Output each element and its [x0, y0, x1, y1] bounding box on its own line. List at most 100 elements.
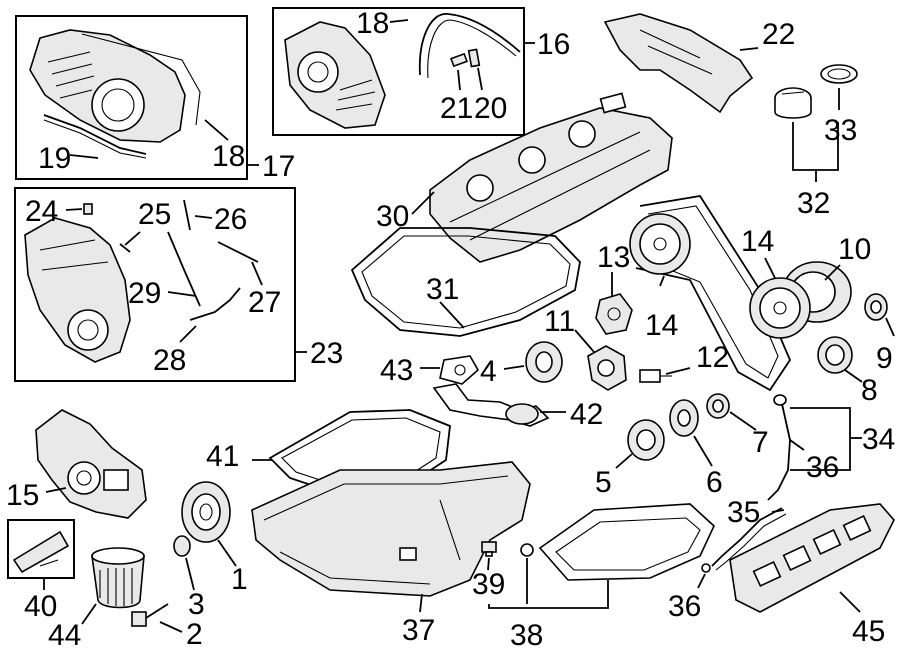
gasket-27: [217, 241, 259, 263]
timing-belt: [635, 195, 792, 392]
leader-35: [771, 509, 785, 513]
leader-7: [729, 411, 757, 431]
crank-pulley-1: [181, 481, 231, 543]
box-timing-cover-rear: [272, 7, 525, 136]
seal-8: [817, 336, 853, 374]
box-timing-cover-lower: [14, 187, 296, 382]
callout-14a: 14: [645, 309, 678, 342]
callout-5: 5: [595, 466, 612, 499]
callout-28: 28: [153, 344, 186, 377]
gasket-28: [189, 287, 241, 321]
callout-38: 38: [510, 619, 543, 652]
leader-15: [45, 487, 67, 493]
valve-cover-gasket-31: [350, 227, 581, 337]
seal-33-inner: [827, 68, 851, 80]
callout-9: 9: [876, 342, 893, 375]
leader-11: [574, 329, 595, 353]
leader-4: [503, 365, 525, 370]
tensioner-11: [587, 345, 627, 391]
leader-26: [194, 215, 213, 219]
leader-12: [665, 367, 691, 375]
callout-41: 41: [206, 440, 239, 473]
callout-22: 22: [762, 18, 795, 51]
callout-3: 3: [188, 588, 205, 621]
leader-19: [69, 154, 99, 159]
callout-7: 7: [752, 426, 769, 459]
box-sealant: [7, 519, 75, 579]
washer-3: [173, 535, 191, 557]
sprocket-5: [627, 419, 665, 461]
callout-6: 6: [706, 466, 723, 499]
callout-31: 31: [426, 273, 459, 306]
callout-20: 20: [474, 92, 507, 125]
washer-38: [520, 543, 534, 557]
callout-43: 43: [380, 354, 413, 387]
rear-timing-cover: [284, 21, 386, 129]
drain-plug-39: [481, 541, 497, 557]
callout-18b: 18: [356, 7, 389, 40]
leader-36b: [789, 439, 805, 451]
pulley-14b: [749, 277, 811, 339]
clip-24: [83, 203, 93, 215]
leader-3: [185, 557, 195, 591]
leader-25: [124, 231, 141, 246]
sensor-13: [595, 293, 633, 335]
callout-25: 25: [138, 198, 171, 231]
idler-4: [525, 341, 563, 383]
leader-30: [411, 191, 435, 215]
callout-34: 34: [862, 423, 895, 456]
leader-29: [167, 291, 197, 297]
leader-20-21: [457, 67, 483, 91]
bolt-12: [639, 369, 672, 383]
gasket-strip-19: [43, 114, 147, 159]
leader-24: [65, 208, 83, 211]
leader-2: [159, 621, 183, 633]
callout-13: 13: [597, 241, 630, 274]
leader-31: [439, 301, 465, 329]
callout-40: 40: [24, 590, 57, 623]
callout-29: 29: [128, 277, 161, 310]
leader-9: [885, 317, 895, 337]
callout-32: 32: [797, 187, 830, 220]
callout-4: 4: [480, 355, 497, 388]
callout-45: 45: [852, 615, 885, 648]
sealant-tube-40: [12, 530, 70, 574]
upper-timing-cover: [29, 29, 201, 143]
leader-8: [844, 369, 863, 383]
seal-21: [450, 52, 468, 68]
leader-5: [615, 453, 633, 469]
bracket-34: [790, 407, 851, 471]
callout-33: 33: [824, 114, 857, 147]
callout-21: 21: [440, 92, 473, 125]
callout-1: 1: [231, 563, 248, 596]
callout-18a: 18: [212, 140, 245, 173]
callout-8: 8: [861, 374, 878, 407]
callout-19: 19: [38, 142, 71, 175]
gasket-43: [439, 355, 480, 385]
callout-16: 16: [537, 28, 570, 61]
callout-39: 39: [472, 568, 505, 601]
oil-pan-37: [251, 461, 531, 597]
callout-24: 24: [25, 195, 58, 228]
bushing-9: [864, 293, 888, 321]
gasket-29: [167, 231, 201, 307]
bolt-2: [131, 603, 169, 627]
valve-cover-30: [429, 92, 673, 263]
bracket-38: [488, 580, 609, 609]
dipstick-34: [767, 394, 791, 501]
callout-12: 12: [696, 341, 729, 374]
lower-oil-pan: [538, 503, 715, 581]
leader-22: [739, 47, 759, 51]
seal-33: [820, 64, 858, 84]
pulley-14a: [629, 213, 691, 275]
clip-25: [119, 243, 131, 253]
bracket-22: [603, 13, 754, 114]
oring-36: [701, 563, 711, 573]
callout-23: 23: [310, 337, 343, 370]
leader-44: [81, 603, 97, 625]
callout-14b: 14: [741, 225, 774, 258]
gasket-26: [183, 199, 191, 231]
leader-18b: [389, 19, 409, 23]
